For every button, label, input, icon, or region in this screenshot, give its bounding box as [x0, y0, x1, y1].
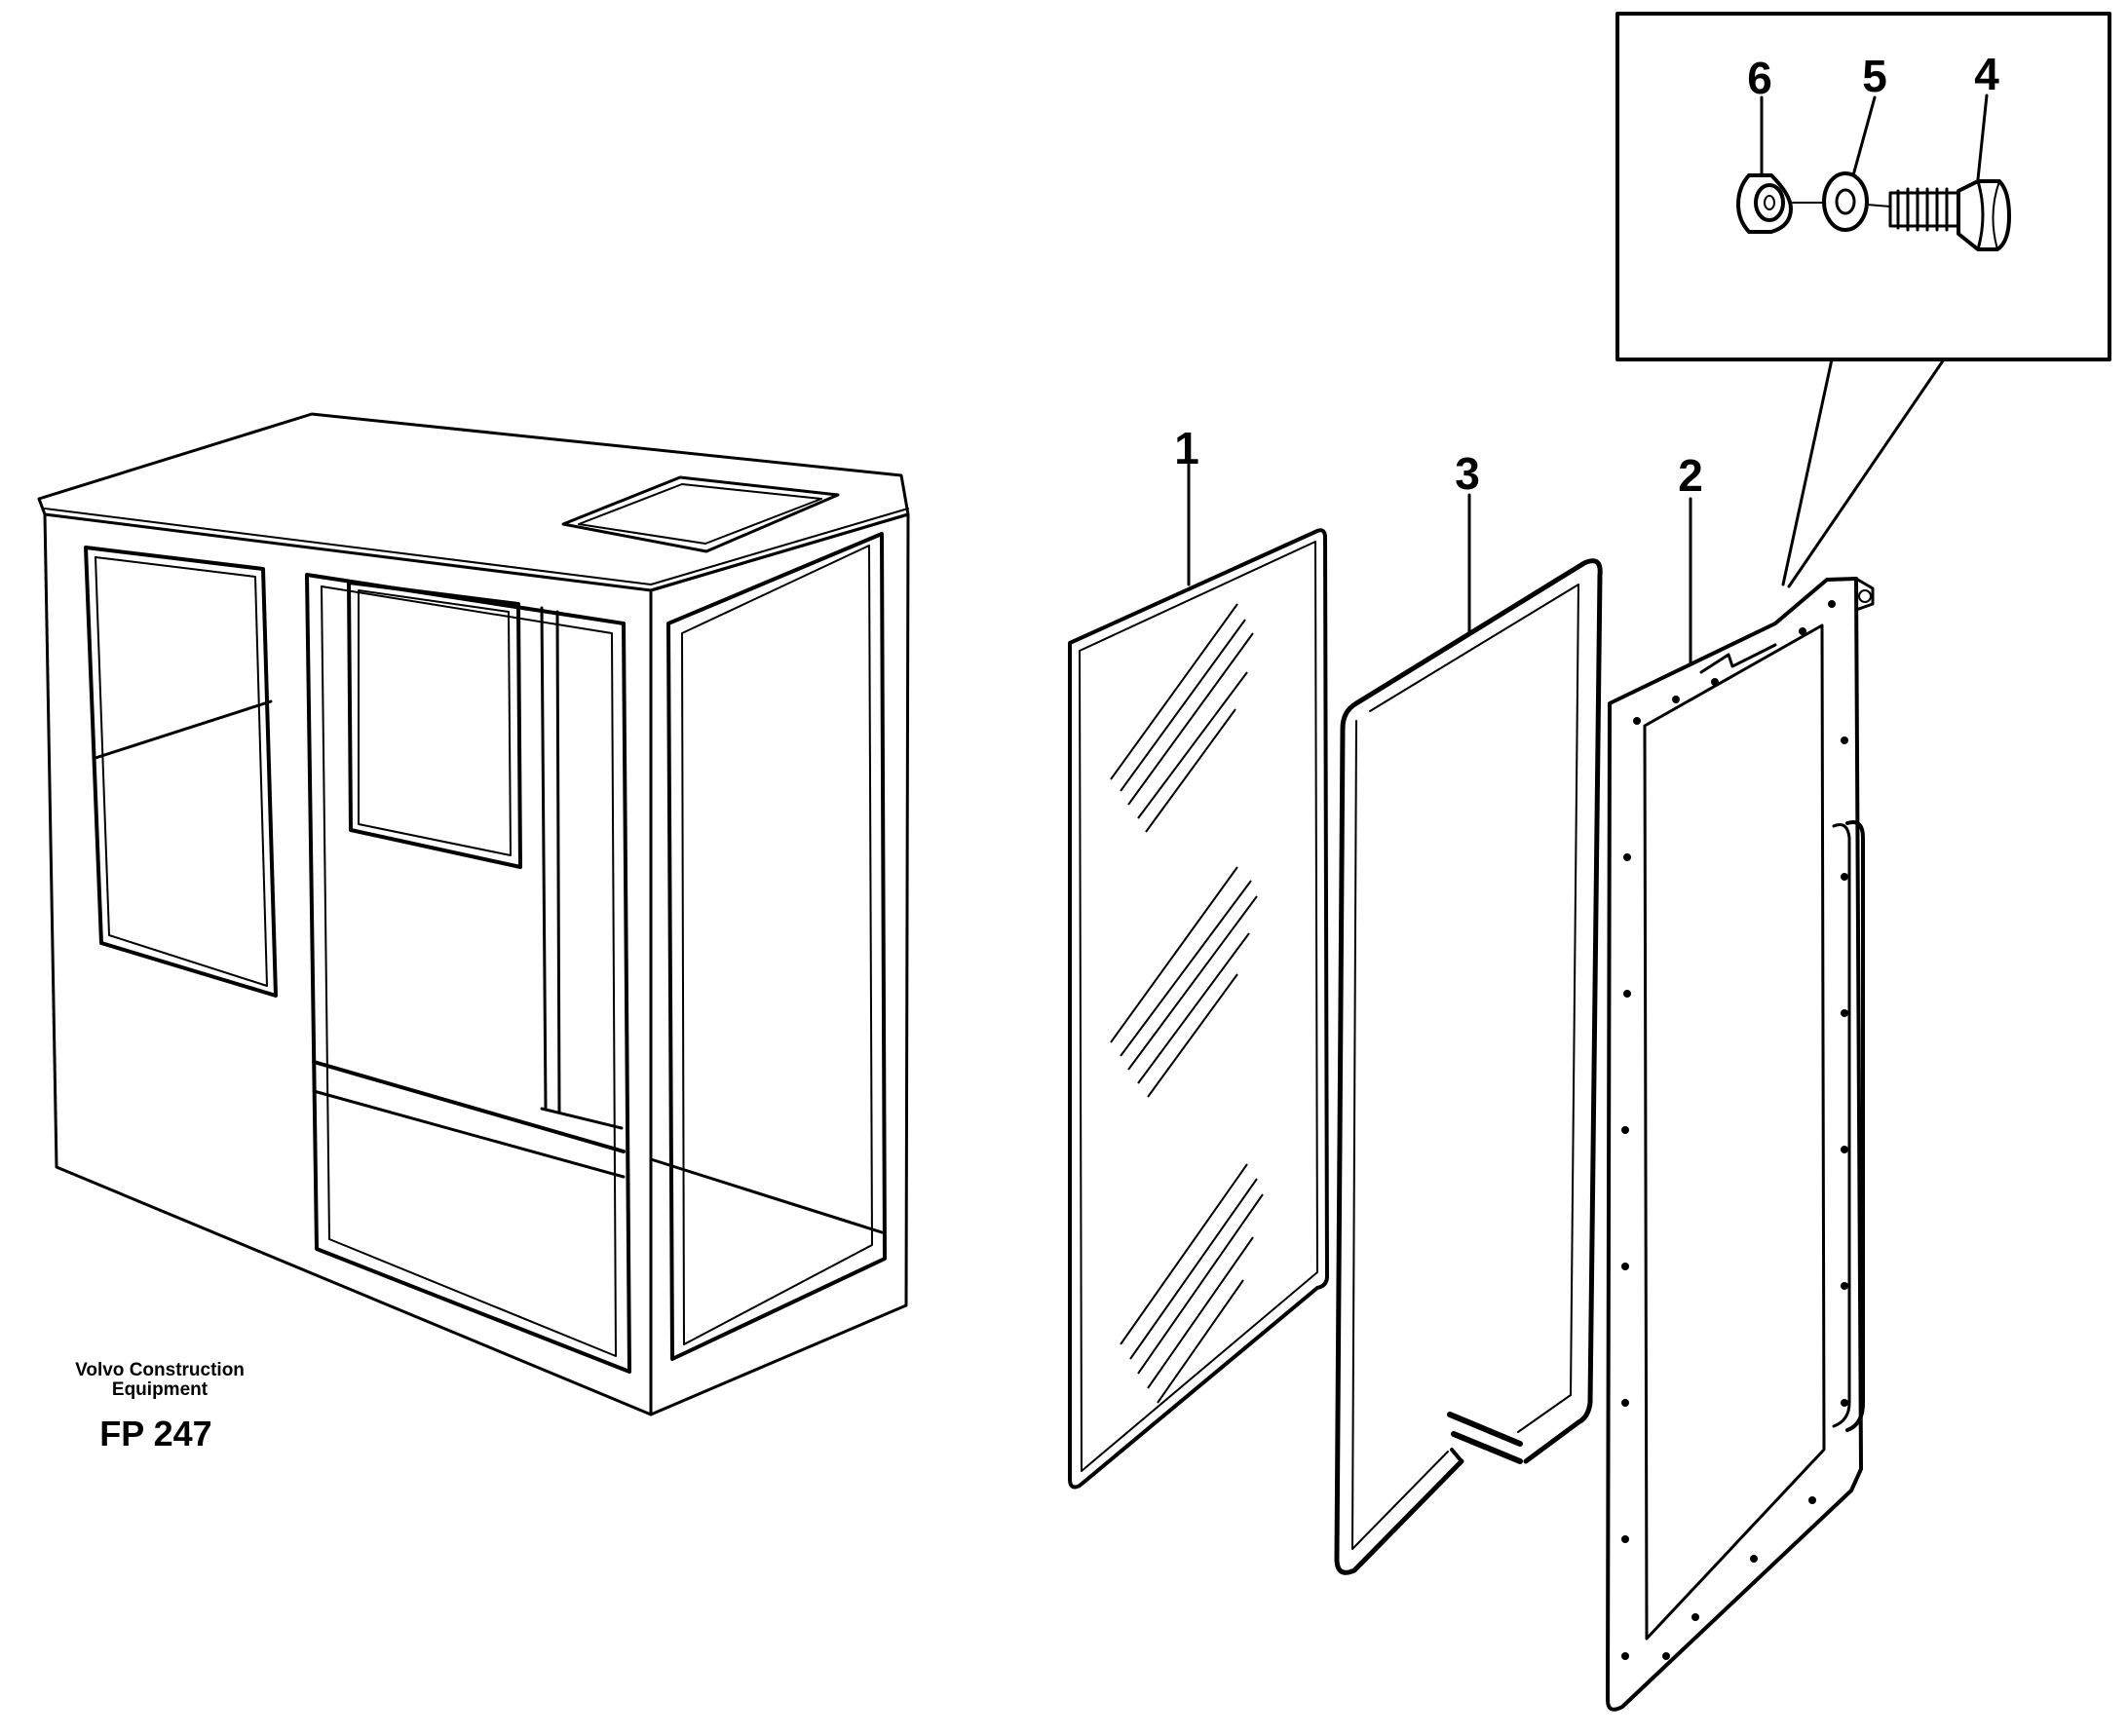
callout-4: 4 [1974, 49, 1999, 99]
part-3-rubber-seal [1334, 493, 1603, 1575]
figure-code: FP 247 [99, 1414, 211, 1453]
callout-2: 2 [1678, 450, 1703, 501]
part-5-washer [1822, 171, 1869, 232]
part-2-window-frame [1606, 497, 1875, 1712]
glass-glare-hatching [1110, 603, 1264, 1404]
part-6-nut [1736, 173, 1793, 234]
callout-6: 6 [1747, 53, 1772, 103]
callout-5: 5 [1862, 51, 1887, 101]
part-4-bolt [1888, 179, 2011, 251]
fastener-detail-inset [1615, 12, 2111, 588]
credit-line-2: Equipment [112, 1379, 209, 1400]
callout-1: 1 [1174, 423, 1199, 473]
callout-3: 3 [1455, 448, 1480, 499]
part-1-glass-pane [1068, 454, 1329, 1490]
credit-line-1: Volvo Construction [75, 1360, 245, 1380]
frame-bolt-holes [1621, 600, 1848, 1660]
cab-illustration [37, 412, 910, 1416]
